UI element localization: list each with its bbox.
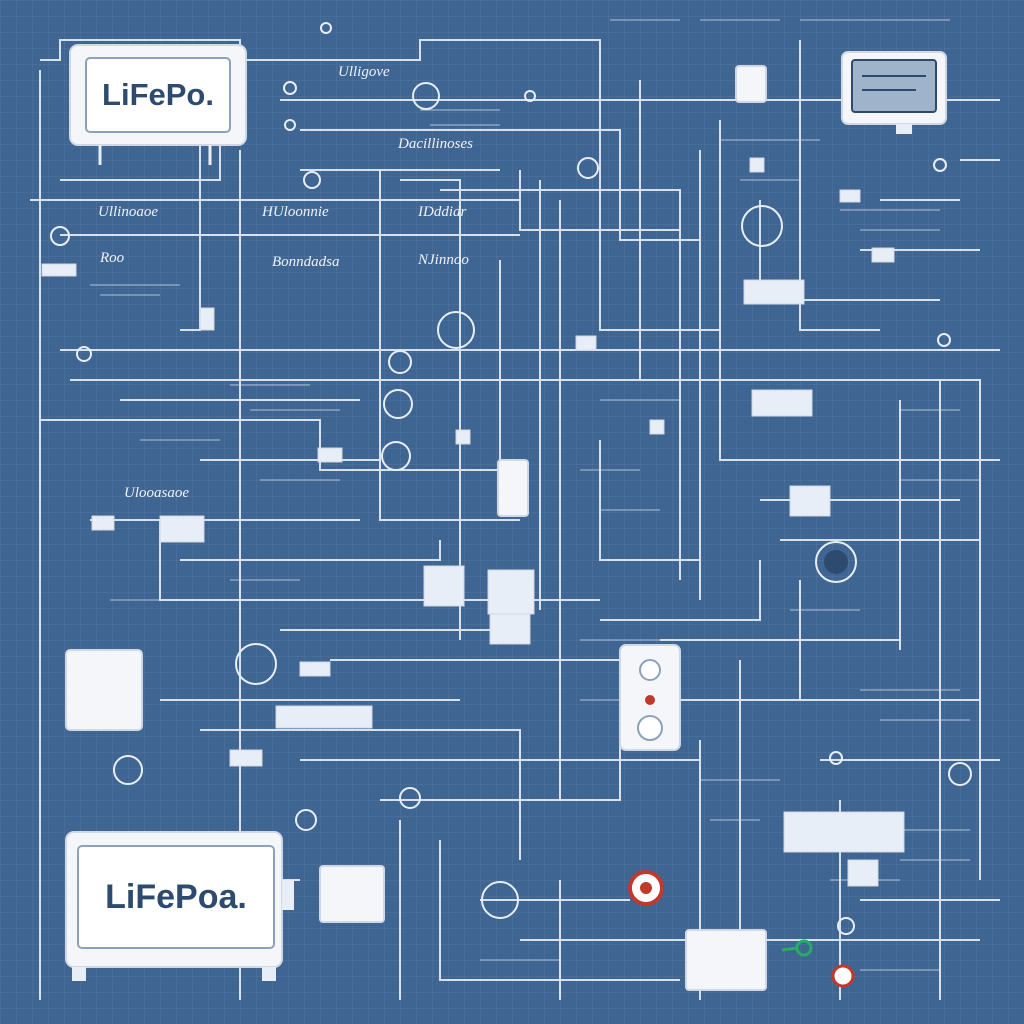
diagram-label: Ullinoaoe	[98, 204, 158, 220]
battery-bottom-label: LiFePoa.	[105, 878, 247, 916]
circular-components	[50, 22, 972, 935]
control-panel-buttons	[637, 659, 663, 741]
battery-bottom	[65, 831, 294, 981]
diagram-label: Bonndadsa	[272, 254, 340, 270]
diagram-label: Roo	[100, 250, 125, 266]
battery-top	[69, 44, 247, 165]
annotation-lines	[90, 19, 980, 971]
terminal-blocks	[41, 157, 905, 887]
diagram-label: IDddidr	[418, 204, 467, 220]
diagram-label: HUloonnie	[262, 204, 329, 220]
colored-accents	[628, 550, 855, 988]
diagram-label: Ulligove	[338, 64, 390, 80]
monitor-screen	[851, 59, 937, 134]
battery-top-label: LiFePo.	[102, 77, 214, 112]
diagram-label: Dacillinoses	[398, 136, 473, 152]
diagram-label: Ulooasaoe	[124, 485, 189, 501]
diagram-label: NJinnoo	[418, 252, 469, 268]
